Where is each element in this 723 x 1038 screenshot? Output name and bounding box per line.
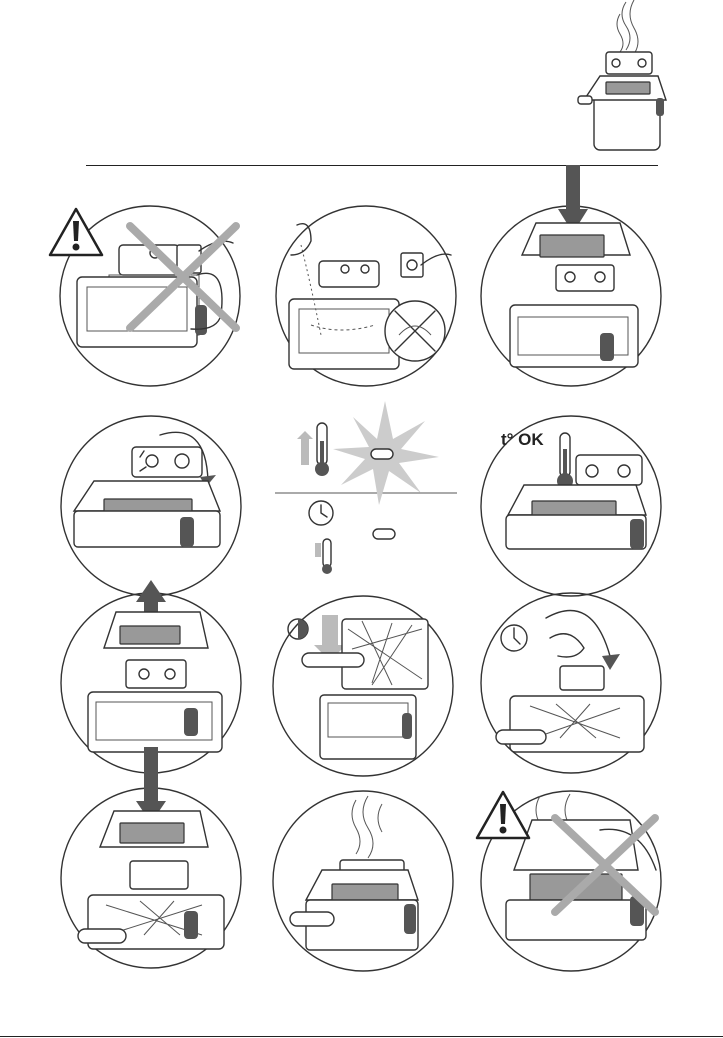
- step-10-panel: [60, 787, 242, 969]
- step-2-panel: [275, 205, 457, 387]
- step-7-panel: [60, 592, 242, 774]
- hero-fryer-icon: [570, 0, 670, 160]
- step-3-panel: [480, 205, 662, 387]
- temperature-ok-label: t° OK: [501, 430, 544, 450]
- step-4-panel: [60, 415, 242, 597]
- page-bottom-rule: [0, 1036, 723, 1037]
- warning-icon-2: [475, 790, 531, 840]
- step-9-panel: [480, 592, 662, 774]
- step-8-panel: [272, 595, 454, 777]
- step-11-panel: [272, 790, 454, 972]
- step-5-panel: [275, 405, 457, 587]
- warning-icon-1: [48, 207, 104, 257]
- no-open-cross-icon: [545, 808, 665, 923]
- no-plug-cross-icon: [120, 212, 250, 342]
